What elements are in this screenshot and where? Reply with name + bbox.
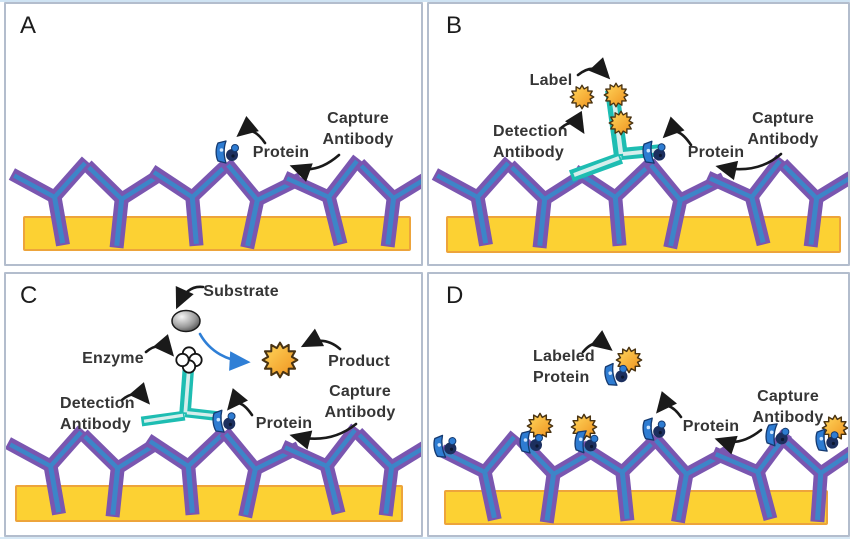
capture-antibody-arrow <box>289 422 358 450</box>
detection-antibody-label: Detection Antibody <box>493 123 568 161</box>
capture-antibody-arrow <box>715 152 783 181</box>
label-star-icon <box>569 84 595 110</box>
assay-surface <box>444 490 828 525</box>
enzyme-arrow <box>144 334 175 357</box>
panel-b: B Label Detection Antibody Protein Captu… <box>427 2 850 266</box>
protein-arrow <box>662 116 693 147</box>
substrate-label: Substrate <box>203 283 279 300</box>
panel-d-art <box>432 330 848 535</box>
detection-antibody-arrow <box>559 110 585 134</box>
capture-antibody-arrow <box>714 428 763 455</box>
panel-a: A Protein Capture Antibody <box>4 2 423 266</box>
panel-c-art <box>6 285 421 535</box>
protein-arrow <box>656 391 683 419</box>
capture-antibody-label: Capture Antibody <box>324 383 396 421</box>
assay-surface <box>23 216 411 251</box>
panel-letter: A <box>20 12 37 39</box>
panel-b-art <box>429 57 848 264</box>
panel-letter: D <box>446 282 464 309</box>
label-arrow <box>576 57 611 80</box>
capture-antibody-label: Capture Antibody <box>752 388 824 426</box>
assay-surface <box>446 216 841 253</box>
protein-label: Protein <box>687 144 745 161</box>
protein-arrow <box>236 115 267 145</box>
protein-arrow <box>227 388 254 417</box>
enzyme-icon <box>175 346 203 374</box>
label-label: Label <box>529 72 573 89</box>
assay-surface <box>15 485 403 522</box>
capture-antibody-label: Capture Antibody <box>747 110 819 148</box>
panel-letter: C <box>20 282 38 309</box>
panel-letter: B <box>446 12 463 39</box>
product-icon <box>261 341 299 379</box>
panel-d: D Labeled Protein Protein Capture Antibo… <box>427 272 850 537</box>
labeled-protein-label: Labeled Protein <box>533 348 595 386</box>
panel-a-art <box>6 115 421 264</box>
substrate-icon <box>171 309 201 333</box>
substrate-arrow <box>175 285 205 310</box>
protein-icon <box>211 408 238 434</box>
capture-antibody-label: Capture Antibody <box>322 110 394 148</box>
product-label: Product <box>328 353 390 370</box>
substrate-to-product-arrow <box>198 332 251 371</box>
protein-label: Protein <box>255 415 313 432</box>
labeled-protein-arrow <box>581 330 613 354</box>
bottom-edge-line <box>0 537 850 539</box>
detection-antibody-arrow <box>120 382 151 405</box>
protein-label: Protein <box>682 418 740 435</box>
enzyme-label: Enzyme <box>82 350 144 367</box>
detection-antibody-label: Detection Antibody <box>60 395 135 433</box>
protein-icon <box>215 140 240 164</box>
capture-antibody-arrow <box>289 153 341 182</box>
top-edge-line <box>0 0 850 2</box>
panel-c: C Substrate Enzyme Product Detection Ant… <box>4 272 423 537</box>
product-arrow <box>300 328 342 351</box>
protein-label: Protein <box>252 144 310 161</box>
